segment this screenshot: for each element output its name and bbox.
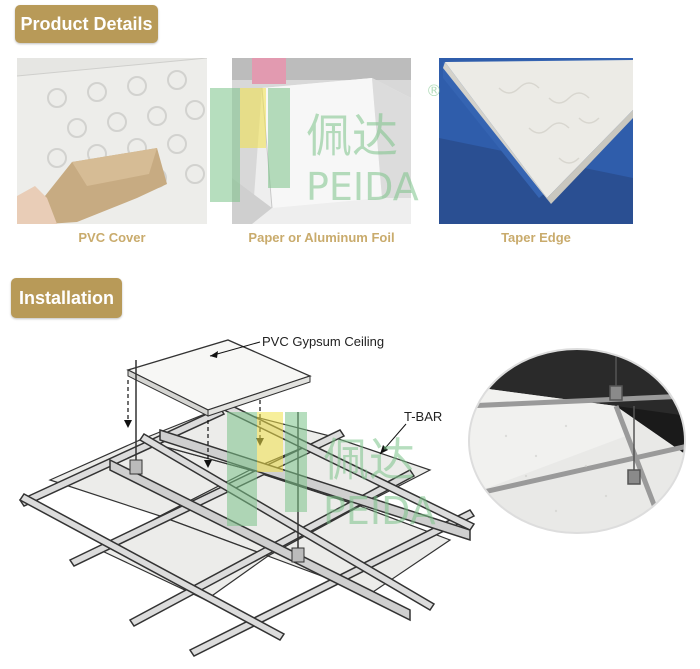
installation-diagram (10, 320, 480, 664)
label-pvc-gypsum-ceiling: PVC Gypsum Ceiling (262, 334, 385, 349)
tbar-closeup-photo (466, 346, 688, 536)
caption-taper-edge: Taper Edge (501, 230, 571, 245)
section-badge-product-details: Product Details (15, 5, 158, 43)
section-badge-installation: Installation (11, 278, 122, 318)
photo-paper-aluminum-foil (232, 58, 411, 224)
label-t-bar: T-BAR (404, 409, 443, 424)
photo-pvc-cover (17, 58, 207, 224)
photo-taper-edge (439, 58, 633, 224)
caption-paper-aluminum-foil: Paper or Aluminum Foil (248, 230, 395, 245)
caption-pvc-cover: PVC Cover (78, 230, 146, 245)
